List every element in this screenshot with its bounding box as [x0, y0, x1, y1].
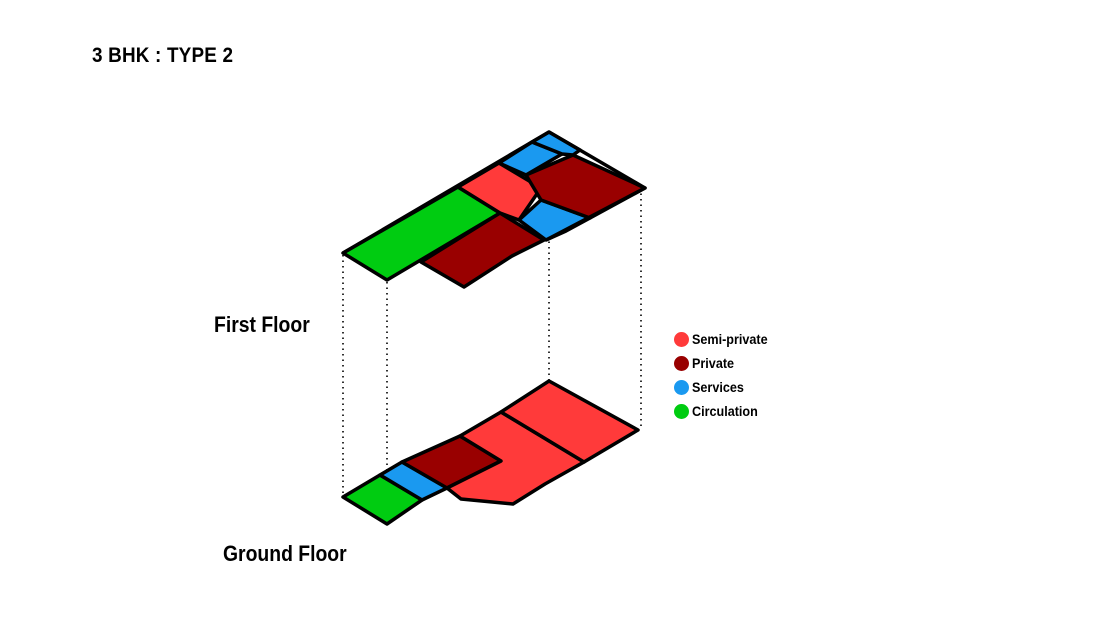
legend-label-services: Services: [692, 379, 744, 395]
semi-private-swatch-icon: [674, 331, 689, 347]
ground-floor-label: Ground Floor: [223, 541, 347, 566]
legend-label-circulation: Circulation: [692, 403, 758, 419]
legend-item-circulation: Circulation: [674, 399, 776, 423]
legend: Semi-private Private Services Circulatio…: [674, 327, 776, 423]
first-floor-private-front: [419, 211, 546, 289]
legend-item-private: Private: [674, 351, 776, 375]
first-floor-label: First Floor: [214, 312, 310, 337]
circulation-swatch-icon: [674, 403, 689, 419]
legend-label-semi-private: Semi-private: [692, 331, 768, 347]
diagram-title: 3 BHK : TYPE 2: [92, 44, 234, 67]
projection-guides: [342, 170, 642, 524]
legend-item-services: Services: [674, 375, 776, 399]
ground-floor-plan: [341, 379, 640, 526]
first-floor-plan: [341, 130, 647, 289]
first-floor-outline: [342, 130, 647, 255]
legend-item-semi-private: Semi-private: [674, 327, 776, 351]
services-swatch-icon: [674, 379, 689, 395]
private-swatch-icon: [674, 355, 689, 371]
ground-floor-semi-private-back: [499, 379, 640, 464]
legend-label-private: Private: [692, 355, 735, 371]
